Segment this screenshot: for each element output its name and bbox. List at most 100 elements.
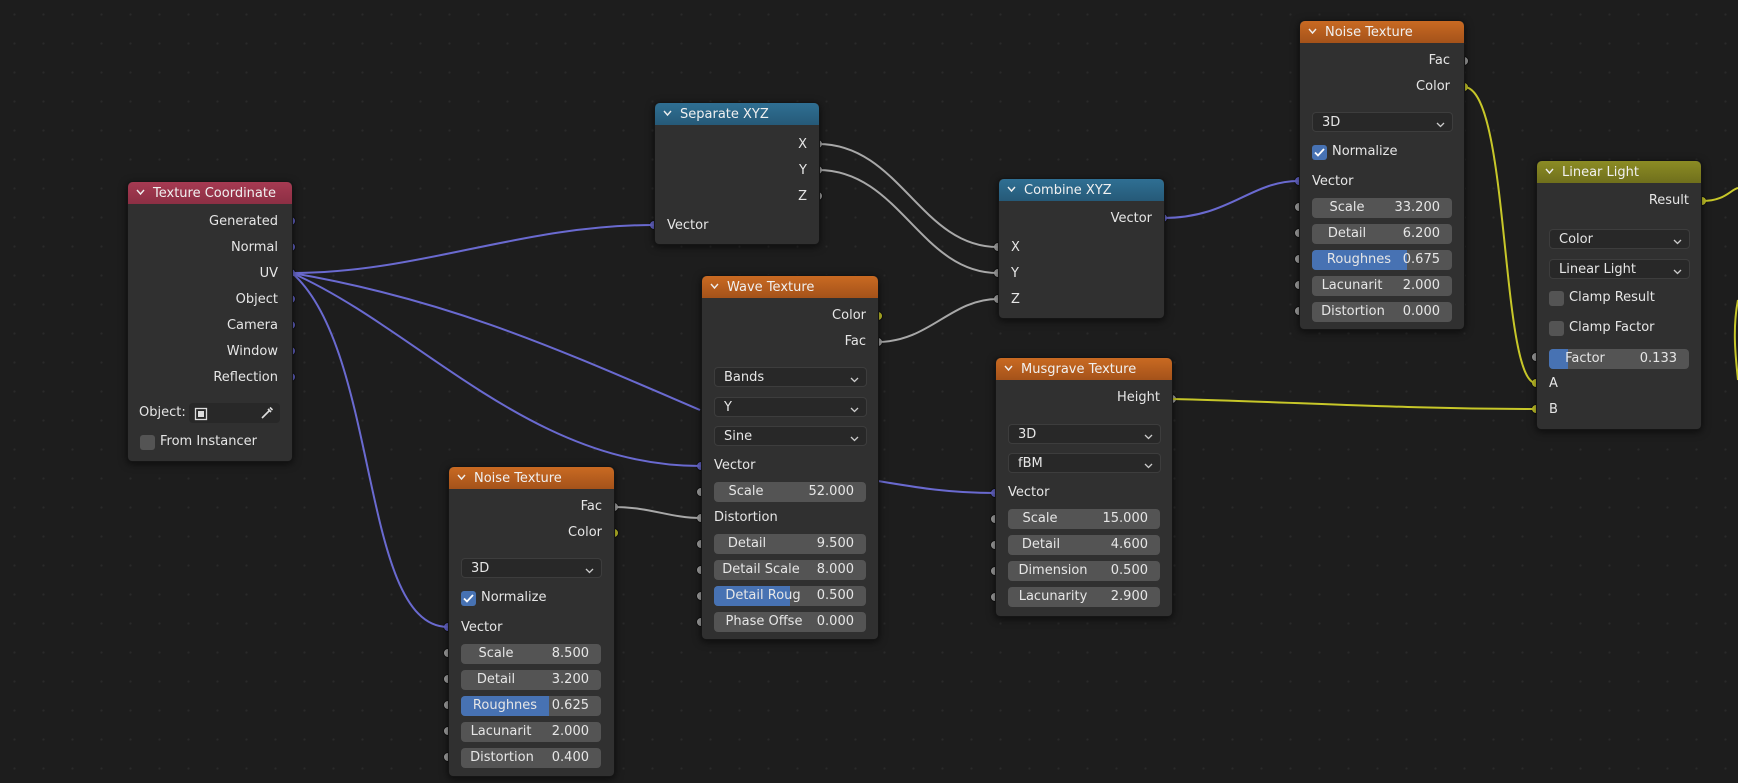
- node-title: Noise Texture: [474, 470, 562, 486]
- clamp-result-checkbox[interactable]: [1549, 291, 1564, 306]
- scale-field[interactable]: Scale 15.000: [1008, 509, 1160, 529]
- field-label: Scale: [478, 646, 514, 661]
- scale-field[interactable]: Scale 52.000: [714, 482, 866, 502]
- output-fac-label: Fac: [844, 334, 866, 349]
- lacunarity-field[interactable]: Lacunarity 2.900: [1008, 587, 1160, 607]
- object-label: Object:: [139, 405, 186, 420]
- detail-field[interactable]: Detail 9.500: [714, 534, 866, 554]
- field-value: 52.000: [808, 484, 855, 499]
- dimension-field[interactable]: Dimension 0.500: [1008, 561, 1160, 581]
- roughness-slider[interactable]: Roughnes 0.675: [1312, 250, 1452, 270]
- collapse-chevron-icon[interactable]: [710, 282, 719, 291]
- factor-slider[interactable]: Factor 0.133: [1549, 349, 1689, 369]
- output-color-label: Color: [568, 525, 602, 540]
- output-color-label: Color: [1416, 79, 1450, 94]
- musgrave-type-value: fBM: [1018, 456, 1043, 471]
- object-picker-field[interactable]: [189, 403, 280, 423]
- link-uv-noise-vector: [291, 272, 449, 628]
- link-noisefac-distortion: [613, 506, 702, 519]
- phase-offset-field[interactable]: Phase Offse 0.000: [714, 612, 866, 632]
- link-noise-color-a: [1463, 86, 1537, 384]
- slider-fill: [1312, 250, 1407, 270]
- detail-roughness-slider[interactable]: Detail Roug 0.500: [714, 586, 866, 606]
- output-reflection-label: Reflection: [213, 370, 278, 385]
- node-header[interactable]: Combine XYZ: [999, 179, 1164, 201]
- scale-field[interactable]: Scale 8.500: [461, 644, 601, 664]
- clamp-result-label: Clamp Result: [1569, 290, 1655, 305]
- dimension-dropdown[interactable]: 3D: [1312, 112, 1453, 132]
- field-label: Detail: [1021, 537, 1061, 552]
- field-label: Phase Offse: [725, 614, 803, 629]
- field-label: Detail: [1327, 226, 1367, 241]
- field-value: 2.000: [1402, 278, 1440, 293]
- detail-field[interactable]: Detail 3.200: [461, 670, 601, 690]
- field-label: Detail: [727, 536, 767, 551]
- node-title: Texture Coordinate: [153, 185, 276, 201]
- node-header[interactable]: Separate XYZ: [655, 103, 819, 125]
- field-value: 0.625: [551, 698, 589, 713]
- from-instancer-checkbox[interactable]: [140, 435, 155, 450]
- dimension-value: 3D: [471, 561, 490, 576]
- link-sepx-combx: [817, 143, 999, 248]
- field-label: Lacunarity: [1018, 589, 1088, 604]
- detail-field[interactable]: Detail 4.600: [1008, 535, 1160, 555]
- musgrave-type-dropdown[interactable]: fBM: [1008, 453, 1161, 473]
- field-label: Roughnes: [472, 698, 538, 713]
- distortion-field[interactable]: Distortion 0.000: [1312, 302, 1452, 322]
- node-noise-texture-bottom[interactable]: Noise Texture Fac Color 3D Normalize Vec…: [448, 466, 615, 777]
- collapse-chevron-icon[interactable]: [457, 473, 466, 482]
- field-value: 0.133: [1639, 351, 1677, 366]
- node-combine-xyz[interactable]: Combine XYZ Vector X Y Z: [998, 178, 1165, 319]
- node-header[interactable]: Musgrave Texture: [996, 358, 1172, 380]
- wave-type-dropdown[interactable]: Bands: [714, 367, 867, 387]
- chevron-down-icon: [850, 371, 859, 390]
- eyedropper-icon[interactable]: [260, 405, 275, 424]
- lacunarity-field[interactable]: Lacunarit 2.000: [1312, 276, 1452, 296]
- node-header[interactable]: Noise Texture: [1300, 21, 1464, 43]
- node-musgrave-texture[interactable]: Musgrave Texture Height 3D fBM Vector Sc…: [995, 357, 1173, 617]
- collapse-chevron-icon[interactable]: [1545, 167, 1554, 176]
- node-wave-texture[interactable]: Wave Texture Color Fac Bands Y Sine Vect…: [701, 275, 879, 640]
- chevron-down-icon: [850, 430, 859, 449]
- collapse-chevron-icon[interactable]: [1007, 185, 1016, 194]
- node-separate-xyz[interactable]: Separate XYZ X Y Z Vector: [654, 102, 820, 245]
- blend-type-dropdown[interactable]: Linear Light: [1549, 259, 1690, 279]
- scale-field[interactable]: Scale 33.200: [1312, 198, 1452, 218]
- collapse-chevron-icon[interactable]: [1308, 27, 1317, 36]
- direction-dropdown[interactable]: Y: [714, 397, 867, 417]
- output-height-label: Height: [1117, 390, 1160, 405]
- output-result-label: Result: [1648, 193, 1689, 208]
- field-label: Lacunarit: [470, 724, 532, 739]
- profile-dropdown[interactable]: Sine: [714, 426, 867, 446]
- output-generated-label: Generated: [209, 214, 278, 229]
- roughness-slider[interactable]: Roughnes 0.625: [461, 696, 601, 716]
- node-header[interactable]: Linear Light: [1537, 161, 1701, 183]
- data-type-dropdown[interactable]: Color: [1549, 229, 1690, 249]
- dimension-dropdown[interactable]: 3D: [461, 558, 602, 578]
- detail-scale-field[interactable]: Detail Scale 8.000: [714, 560, 866, 580]
- normalize-label: Normalize: [1332, 144, 1398, 159]
- collapse-chevron-icon[interactable]: [136, 188, 145, 197]
- collapse-chevron-icon[interactable]: [663, 109, 672, 118]
- collapse-chevron-icon[interactable]: [1004, 364, 1013, 373]
- node-noise-texture-top[interactable]: Noise Texture Fac Color 3D Normalize Vec…: [1299, 20, 1465, 330]
- node-linear-light[interactable]: Linear Light Result Color Linear Light C…: [1536, 160, 1702, 430]
- node-header[interactable]: Wave Texture: [702, 276, 878, 298]
- field-value: 0.000: [1402, 304, 1440, 319]
- normalize-checkbox[interactable]: [461, 591, 476, 606]
- field-value: 2.900: [1110, 589, 1148, 604]
- node-header[interactable]: Texture Coordinate: [128, 182, 292, 204]
- link-result-out: [1701, 187, 1738, 202]
- field-value: 33.200: [1394, 200, 1441, 215]
- lacunarity-field[interactable]: Lacunarit 2.000: [461, 722, 601, 742]
- input-vector-label: Vector: [667, 218, 709, 233]
- normalize-checkbox[interactable]: [1312, 145, 1327, 160]
- dimension-dropdown[interactable]: 3D: [1008, 424, 1161, 444]
- distortion-field[interactable]: Distortion 0.400: [461, 748, 601, 768]
- link-wave-musgrave-vector: [877, 480, 996, 494]
- clamp-factor-checkbox[interactable]: [1549, 321, 1564, 336]
- field-label: Detail Scale: [722, 562, 800, 577]
- detail-field[interactable]: Detail 6.200: [1312, 224, 1452, 244]
- node-texture-coordinate[interactable]: Texture Coordinate Generated Normal UV O…: [127, 181, 293, 462]
- node-header[interactable]: Noise Texture: [449, 467, 614, 489]
